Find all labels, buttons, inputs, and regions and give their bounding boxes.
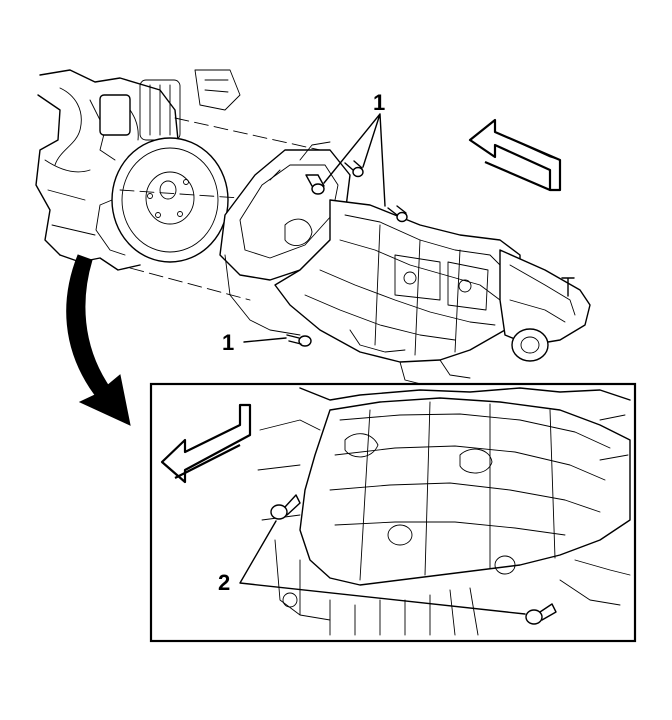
flywheel [111, 137, 229, 263]
callout-detail-bolts: 2 [218, 520, 526, 615]
transmission-housing [219, 141, 591, 386]
detail-bolt-left [270, 494, 301, 520]
direction-arrow-detail-icon [160, 403, 252, 484]
zoom-curved-arrow-icon [66, 254, 131, 426]
direction-arrow-main-icon [468, 118, 562, 192]
top-bolt-1 [305, 174, 325, 195]
output-yoke [511, 328, 549, 362]
detail-bolt-right [525, 603, 557, 625]
svg-text:1: 1 [373, 90, 385, 115]
callout-lower-bolt: 1 [222, 330, 287, 355]
top-bolt-2 [344, 160, 364, 178]
engine-flywheel-area [35, 69, 321, 301]
top-bolt-3 [387, 205, 408, 223]
svg-text:1: 1 [222, 330, 234, 355]
lower-bolt [286, 334, 312, 347]
svg-text:2: 2 [218, 570, 230, 595]
callout-top-bolts: 1 [323, 90, 386, 207]
